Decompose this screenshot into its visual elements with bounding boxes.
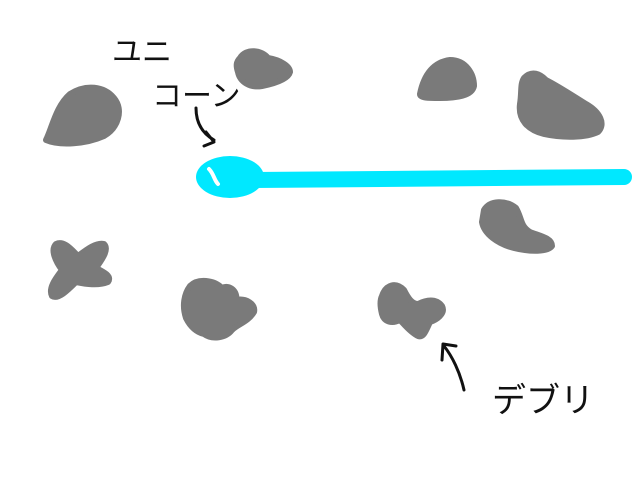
debris-rock-7 — [180, 278, 258, 341]
debris-rock-8 — [377, 282, 446, 340]
unicorn-ship — [196, 156, 632, 198]
debris-rock-2 — [233, 48, 293, 90]
unicorn-beam — [242, 169, 632, 188]
unicorn-arrow-icon — [194, 106, 216, 148]
debris-field — [43, 48, 605, 341]
unicorn-highlight-icon — [207, 167, 220, 186]
debris-label-text: デブリ — [492, 381, 594, 421]
unicorn-head — [196, 156, 264, 198]
debris-rock-5 — [479, 199, 555, 254]
unicorn-label-line1: ユニ — [112, 35, 172, 70]
debris-arrow-icon — [440, 342, 466, 392]
unicorn-label: ユニ コーン — [112, 35, 241, 148]
debris-rock-6 — [48, 240, 112, 300]
debris-rock-4 — [516, 70, 605, 140]
debris-rock-1 — [43, 84, 122, 147]
debris-rock-3 — [417, 57, 477, 101]
debris-label: デブリ — [440, 342, 594, 421]
